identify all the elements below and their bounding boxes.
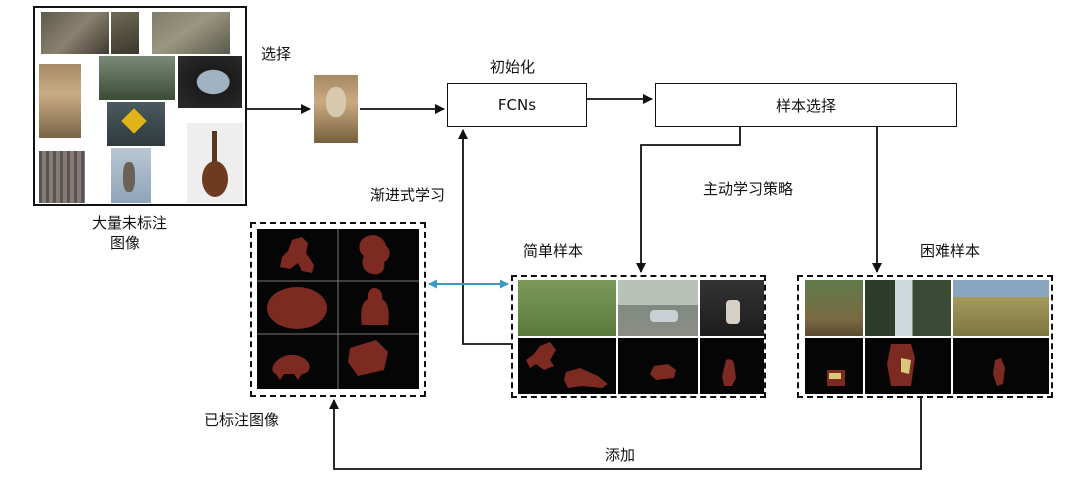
init-label: 初始化 (490, 58, 536, 76)
hard-photo-waterfall (865, 280, 951, 336)
easy-samples-label: 简单样本 (523, 242, 584, 260)
photo-bird (111, 148, 151, 203)
photo-swan (99, 56, 175, 100)
progressive-learning-label: 渐进式学习 (370, 186, 446, 204)
photo-dog (39, 64, 81, 138)
easy-photo-person-2 (700, 280, 764, 336)
easy-masks (518, 338, 764, 394)
active-strategy-label: 主动学习策略 (703, 180, 794, 198)
photo-cage (39, 151, 85, 203)
unlabeled-label-line1: 大量未标注 (92, 214, 168, 232)
fcn-box: FCNs (447, 83, 587, 127)
photo-sign (107, 102, 165, 146)
unlabeled-images-frame (33, 6, 247, 206)
hard-samples-label: 困难样本 (920, 242, 981, 260)
unlabeled-label-line2: 图像 (110, 234, 141, 252)
hard-masks (805, 338, 1049, 394)
photo-mirror (178, 56, 242, 108)
labeled-images-label: 已标注图像 (204, 411, 280, 429)
easy-photo-person-1 (518, 280, 616, 336)
labeled-images-panel (250, 222, 426, 397)
photo-guitar (187, 123, 243, 203)
sample-select-box: 样本选择 (655, 83, 957, 127)
photo-boar (41, 12, 109, 54)
select-label: 选择 (261, 45, 292, 63)
easy-samples-panel (511, 275, 766, 398)
labeled-masks-grid (257, 229, 419, 389)
selected-dog-image (314, 75, 358, 143)
hard-photo-field (953, 280, 1049, 336)
add-label: 添加 (605, 446, 636, 464)
hard-photo-forest (805, 280, 863, 336)
photo-snake (152, 12, 230, 54)
easy-photo-car (618, 280, 698, 336)
photo-lizard (111, 12, 139, 54)
hard-samples-panel (797, 275, 1053, 398)
